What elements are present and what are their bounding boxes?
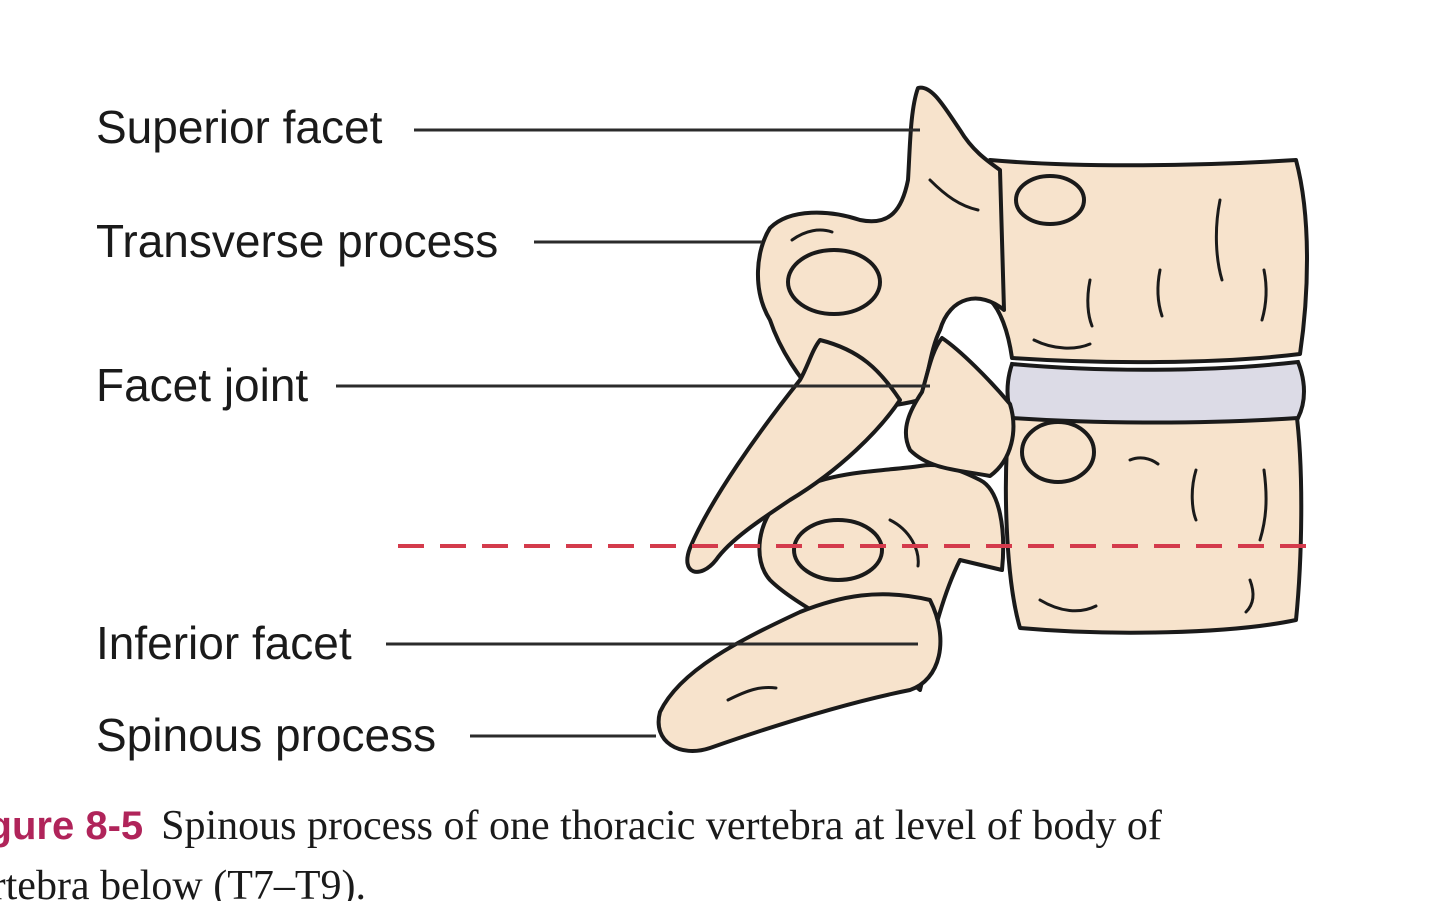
intervertebral-disc bbox=[1005, 359, 1306, 425]
label-inferior-facet: Inferior facet bbox=[96, 617, 352, 669]
upper-inferior-process bbox=[685, 338, 902, 574]
caption-text-line-2: vertebra below (T7–T9). bbox=[0, 863, 366, 901]
caption-line-2: vertebra below (T7–T9). bbox=[0, 856, 1440, 901]
bone-texture bbox=[726, 178, 1268, 702]
caption-line-1: Figure 8-5 Spinous process of one thoraci… bbox=[0, 796, 1440, 856]
figure-caption: Figure 8-5 Spinous process of one thoraci… bbox=[0, 796, 1440, 901]
caption-figure-number: Figure 8-5 bbox=[0, 804, 144, 848]
caption-text-line-1: Spinous process of one thoracic vertebra… bbox=[161, 803, 1162, 849]
lower-rib-facet bbox=[1020, 420, 1096, 484]
upper-rib-facet bbox=[1014, 174, 1086, 226]
transverse-costal-facet bbox=[786, 248, 882, 316]
spinous-process-shape bbox=[656, 592, 943, 753]
label-superior-facet: Superior facet bbox=[96, 101, 383, 153]
label-spinous-process: Spinous process bbox=[96, 709, 437, 761]
lower-superior-process bbox=[904, 336, 1016, 478]
label-facet-joint: Facet joint bbox=[96, 359, 309, 411]
lower-transverse-facet bbox=[792, 518, 884, 582]
label-transverse-process: Transverse process bbox=[96, 215, 499, 267]
leader-lines bbox=[336, 128, 930, 738]
